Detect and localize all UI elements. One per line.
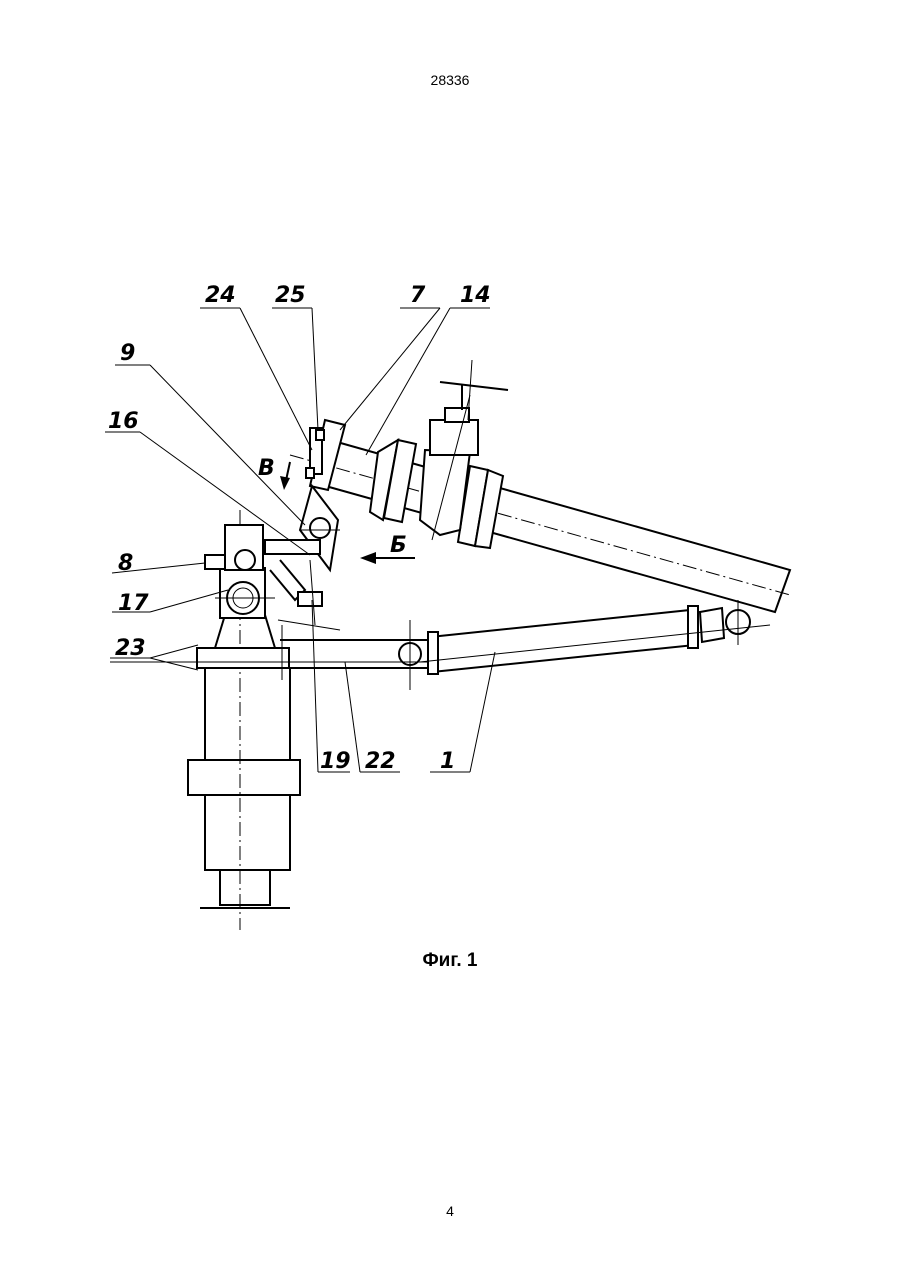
label-22: 22 [365,749,396,774]
label-1: 1 [440,749,455,774]
patent-drawing-figure: 24 25 7 14 9 16 В Б 8 17 23 19 22 1 [100,270,800,940]
column-base [188,510,300,930]
label-17: 17 [118,591,149,616]
label-25: 25 [275,283,306,308]
page-number: 4 [0,1203,900,1219]
label-16: 16 [108,409,139,434]
label-23: 23 [115,636,146,661]
document-number: 28336 [0,72,900,88]
label-9: 9 [120,341,135,366]
label-24: 24 [205,283,236,308]
figure-caption: Фиг. 1 [0,950,900,972]
label-be: Б [390,533,407,558]
label-8: 8 [118,551,133,576]
pipe-with-valve [265,360,790,680]
label-v: В [258,456,275,481]
label-7: 7 [410,283,426,308]
technical-drawing: 24 25 7 14 9 16 В Б 8 17 23 19 22 1 [100,270,800,940]
arm-and-cylinder [110,600,770,690]
label-19: 19 [320,749,351,774]
label-14: 14 [460,283,491,308]
